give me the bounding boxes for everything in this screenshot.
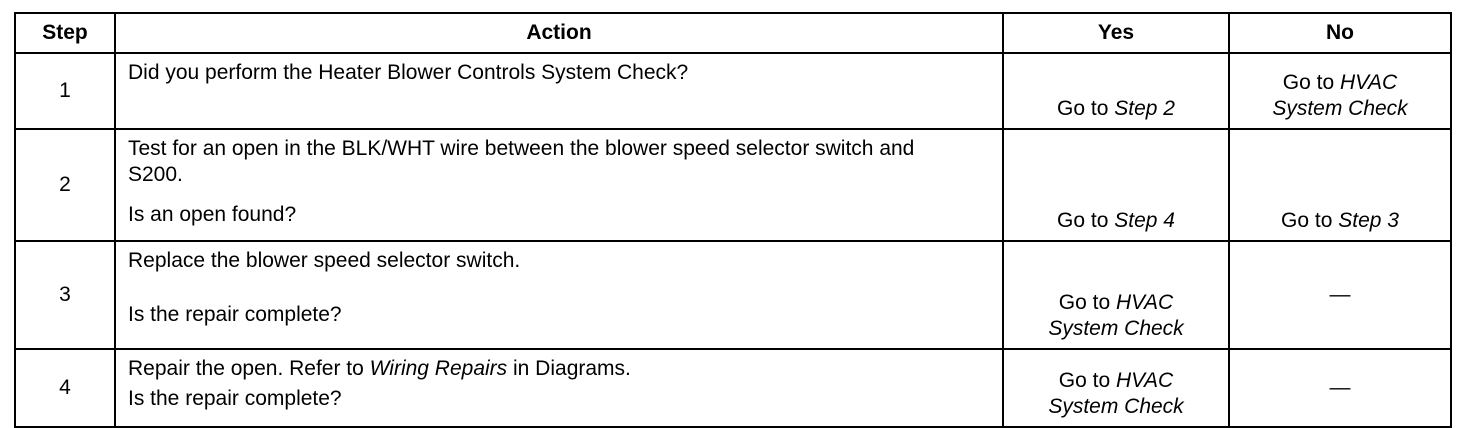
- action-text-before: Repair the open. Refer to: [128, 357, 370, 380]
- header-row: Step Action Yes No: [14, 12, 1452, 54]
- yes-target-line2: System Check: [1048, 395, 1184, 418]
- step-number: 2: [14, 128, 116, 242]
- table-row: 3 Replace the blower speed selector swit…: [14, 240, 1452, 350]
- no-dash: —: [1329, 283, 1351, 306]
- action-text: Replace the blower speed selector switch…: [128, 249, 521, 272]
- diagnostic-table: Step Action Yes No 1 Did you perform the…: [14, 12, 1452, 428]
- action-reference: Wiring Repairs: [369, 357, 508, 380]
- yes-target: Step 2: [1114, 97, 1175, 120]
- table-row: 4 Repair the open. Refer to Wiring Repai…: [14, 348, 1452, 428]
- action-cell: Replace the blower speed selector switch…: [114, 240, 1004, 350]
- step-number: 1: [14, 52, 116, 130]
- yes-target-line1: HVAC: [1116, 291, 1174, 314]
- yes-prefix: Go to: [1057, 209, 1115, 232]
- action-text: Test for an open in the BLK/WHT wire bet…: [128, 137, 915, 186]
- action-cell: Test for an open in the BLK/WHT wire bet…: [114, 128, 1004, 242]
- yes-target: Step 4: [1114, 209, 1175, 232]
- action-question: Is the repair complete?: [128, 303, 342, 326]
- yes-cell: Go to HVAC System Check: [1002, 348, 1230, 428]
- header-step: Step: [14, 12, 116, 54]
- no-prefix: Go to: [1282, 71, 1340, 94]
- header-no: No: [1228, 12, 1452, 54]
- action-question: Is the repair complete?: [128, 387, 342, 410]
- yes-prefix: Go to: [1058, 291, 1116, 314]
- no-prefix: Go to: [1281, 209, 1339, 232]
- no-cell: Go to HVAC System Check: [1228, 52, 1452, 130]
- no-target: Step 3: [1338, 209, 1399, 232]
- action-cell: Repair the open. Refer to Wiring Repairs…: [114, 348, 1004, 428]
- no-dash: —: [1329, 376, 1351, 399]
- action-text: Did you perform the Heater Blower Contro…: [128, 61, 689, 84]
- no-target-line1: HVAC: [1340, 71, 1398, 94]
- action-cell: Did you perform the Heater Blower Contro…: [114, 52, 1004, 130]
- step-number: 3: [14, 240, 116, 350]
- table-row: 2 Test for an open in the BLK/WHT wire b…: [14, 128, 1452, 242]
- yes-cell: Go to Step 4: [1002, 128, 1230, 242]
- step-number: 4: [14, 348, 116, 428]
- yes-cell: Go to Step 2: [1002, 52, 1230, 130]
- no-cell: Go to Step 3: [1228, 128, 1452, 242]
- no-target-line2: System Check: [1272, 97, 1408, 120]
- yes-target-line2: System Check: [1048, 317, 1184, 340]
- header-action: Action: [114, 12, 1004, 54]
- yes-prefix: Go to: [1058, 369, 1116, 392]
- action-question: Is an open found?: [128, 203, 297, 226]
- yes-target-line1: HVAC: [1116, 369, 1174, 392]
- table-row: 1 Did you perform the Heater Blower Cont…: [14, 52, 1452, 130]
- action-text-after: in Diagrams.: [507, 357, 631, 380]
- no-cell: —: [1228, 240, 1452, 350]
- yes-cell: Go to HVAC System Check: [1002, 240, 1230, 350]
- yes-prefix: Go to: [1057, 97, 1115, 120]
- header-yes: Yes: [1002, 12, 1230, 54]
- no-cell: —: [1228, 348, 1452, 428]
